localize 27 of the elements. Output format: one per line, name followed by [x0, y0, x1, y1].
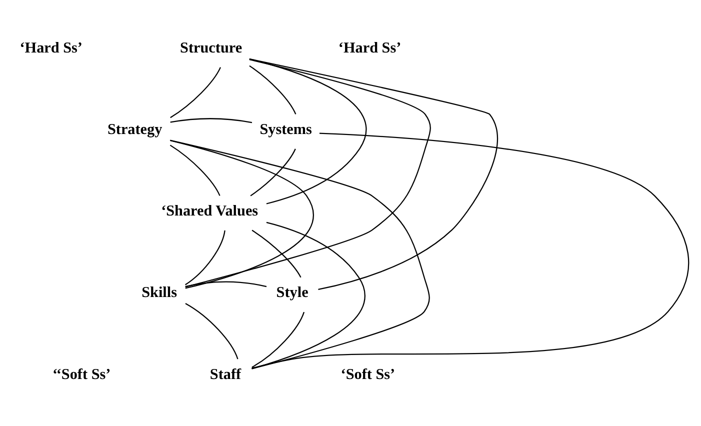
connector	[170, 144, 220, 196]
connector	[249, 58, 498, 290]
node-text: Structure	[180, 40, 242, 57]
node-text: Systems	[260, 121, 312, 138]
connector	[252, 222, 366, 370]
node-text: Skills	[142, 284, 178, 302]
node-text: Staff	[210, 366, 242, 383]
connector	[170, 140, 430, 370]
connector	[252, 312, 305, 368]
connector	[252, 230, 302, 278]
connector	[170, 140, 314, 289]
connector	[185, 59, 431, 288]
node-text: Strategy	[107, 121, 162, 138]
label: ‘‘Soft Ss’	[52, 366, 111, 383]
label: ‘Hard Ss’	[20, 40, 82, 57]
connector	[249, 65, 296, 114]
node-text: Style	[276, 284, 308, 302]
connector	[185, 281, 267, 288]
connector	[185, 302, 238, 360]
label: ‘Soft Ss’	[340, 366, 396, 383]
connector	[184, 230, 226, 286]
connector	[252, 132, 689, 369]
label: ‘Hard Ss’	[338, 40, 402, 57]
connector	[170, 67, 221, 118]
node-text: ‘Shared Values	[161, 202, 258, 220]
connector	[170, 118, 252, 124]
connector	[250, 148, 296, 196]
